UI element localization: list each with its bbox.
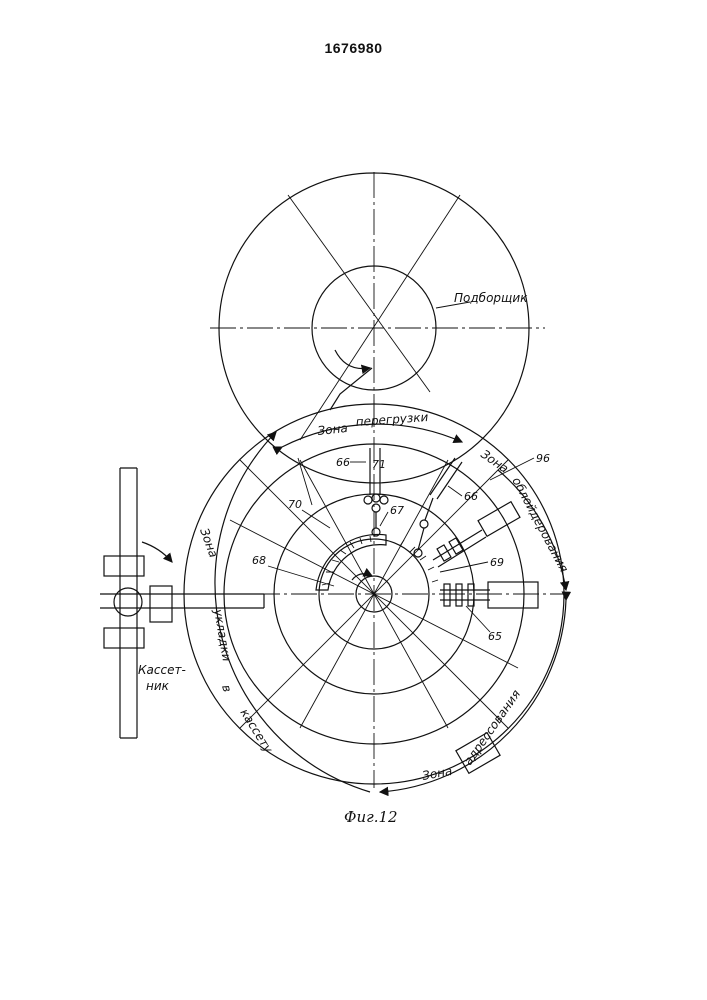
cassette-holder <box>100 468 264 738</box>
zone-transfer-word2: перегрузки <box>355 410 429 429</box>
zone-addressing-word1: Зона <box>421 764 453 783</box>
tilted-tool <box>414 458 462 557</box>
ref-66-top: 66 <box>336 456 350 469</box>
ref-69: 69 <box>490 556 504 569</box>
zone-stacking-word1: Зона <box>197 526 220 559</box>
ref-67: 67 <box>390 504 404 517</box>
zone-deburring-word2: облойдерования <box>509 475 571 575</box>
cylinder-96 <box>433 502 520 567</box>
picker-label: Подборщик <box>454 291 528 305</box>
figure-caption: Фиг.12 <box>344 808 398 826</box>
ref-68: 68 <box>252 554 266 567</box>
ref-71: 71 <box>372 458 386 471</box>
cassette-holder-label-line2: ник <box>146 679 170 693</box>
ref-66-right: 66 <box>464 490 478 503</box>
zone-transfer-word1: Зона <box>317 421 349 438</box>
zone-stacking-word3: в <box>219 683 234 693</box>
cassette-holder-label-line1: Кассет- <box>138 663 186 677</box>
ref-65: 65 <box>488 630 502 643</box>
ref-70: 70 <box>288 498 302 511</box>
picker-wheel <box>210 172 545 483</box>
ref-96: 96 <box>536 452 550 465</box>
zone-stacking-word2: укладки <box>211 607 234 663</box>
